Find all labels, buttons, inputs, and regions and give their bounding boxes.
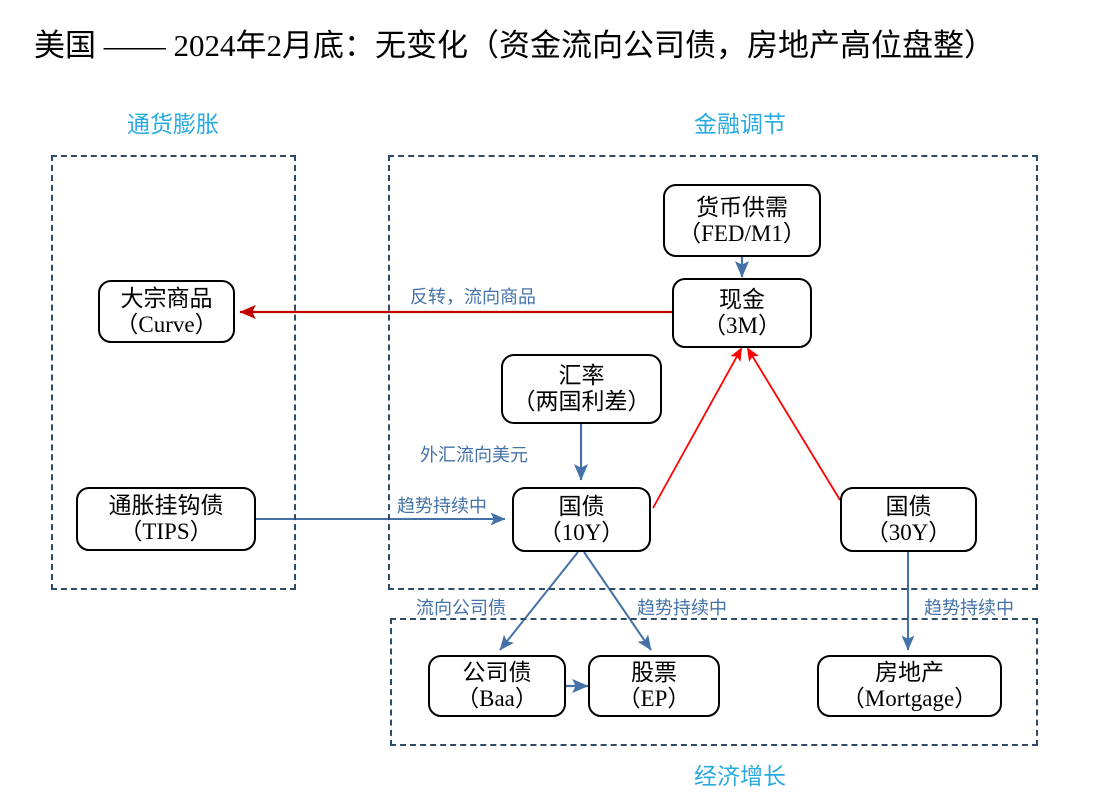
node-ust30y-line2: （30Y）: [865, 519, 952, 545]
node-commodity-line2: （Curve）: [115, 311, 218, 337]
edge-ust30y-to-cash: [746, 347, 841, 501]
node-tips-line1: 通胀挂钩债: [108, 493, 224, 519]
node-real-estate[interactable]: 房地产 （Mortgage）: [817, 655, 1002, 717]
node-tips[interactable]: 通胀挂钩债 （TIPS）: [76, 487, 256, 551]
node-equity[interactable]: 股票 （EP）: [588, 655, 720, 717]
section-label-monetary: 金融调节: [694, 111, 786, 137]
node-cash-line1: 现金: [719, 287, 765, 313]
edge-label-ust30y-to-realestate: 趋势持续中: [924, 598, 1014, 618]
node-real-estate-line1: 房地产: [875, 660, 944, 686]
node-money-supply-line1: 货币供需: [696, 194, 788, 220]
node-ust30y-line1: 国债: [885, 493, 932, 519]
frame-growth: [390, 618, 1038, 746]
node-corporate-bond-line1: 公司债: [462, 660, 532, 686]
section-label-inflation: 通货膨胀: [127, 111, 219, 137]
node-cash[interactable]: 现金 （3M）: [672, 278, 812, 348]
edge-ust10y-to-cash: [652, 347, 742, 509]
node-equity-line1: 股票: [631, 660, 677, 686]
edge-label-cash-to-commodity: 反转，流向商品: [410, 287, 536, 307]
edge-label-tips-to-ust10y: 趋势持续中: [397, 496, 487, 516]
node-money-supply-line2: （FED/M1）: [678, 220, 806, 246]
node-fx-line1: 汇率: [558, 363, 605, 389]
node-fx[interactable]: 汇率 （两国利差）: [501, 354, 662, 424]
node-commodity-line1: 大宗商品: [120, 285, 213, 311]
edge-ust10y-to-corporate: [499, 551, 579, 651]
section-label-growth: 经济增长: [694, 763, 786, 789]
node-ust30y[interactable]: 国债 （30Y）: [840, 487, 977, 552]
page-title: 美国 —— 2024年2月底：无变化（资金流向公司债，房地产高位盘整）: [34, 28, 995, 63]
node-fx-line2: （两国利差）: [512, 389, 651, 414]
node-tips-line2: （TIPS）: [119, 519, 213, 544]
node-corporate-bond-line2: （Baa）: [456, 686, 538, 711]
node-equity-line2: （EP）: [617, 686, 691, 711]
node-money-supply[interactable]: 货币供需 （FED/M1）: [663, 184, 821, 257]
frame-monetary: [388, 155, 1038, 590]
edge-ust10y-to-equity: [583, 551, 652, 651]
edge-label-ust10y-to-equity: 趋势持续中: [637, 598, 727, 618]
frame-inflation: [51, 155, 296, 590]
node-ust10y-line2: （10Y）: [538, 519, 625, 545]
node-ust10y-line1: 国债: [558, 493, 605, 519]
node-cash-line2: （3M）: [703, 313, 781, 338]
edge-label-ust10y-to-corporate: 流向公司债: [416, 598, 506, 618]
node-ust10y[interactable]: 国债 （10Y）: [512, 487, 651, 552]
edge-label-fx-to-ust10y: 外汇流向美元: [420, 445, 528, 465]
node-real-estate-line2: （Mortgage）: [841, 686, 978, 711]
node-corporate-bond[interactable]: 公司债 （Baa）: [428, 655, 566, 717]
node-commodity[interactable]: 大宗商品 （Curve）: [98, 280, 235, 343]
